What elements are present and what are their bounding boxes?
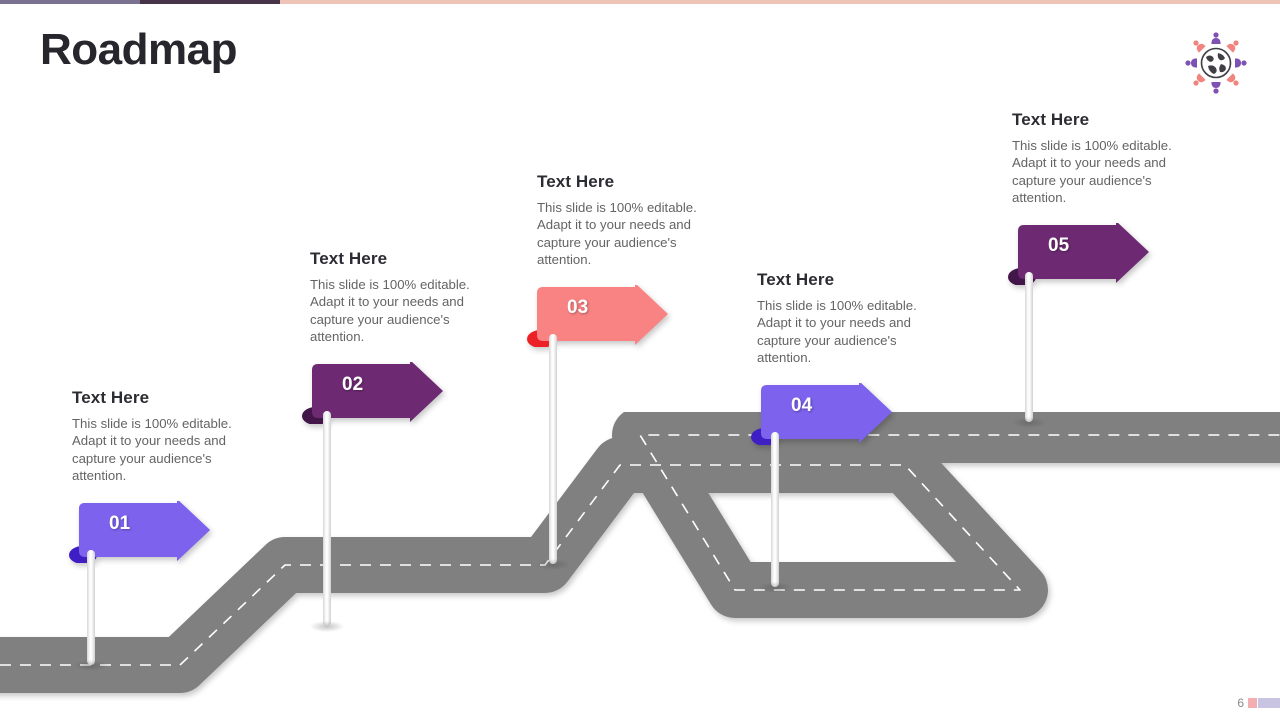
milestone-04-flag[interactable]: 04 (747, 383, 897, 445)
milestone-03-body: This slide is 100% editable. Adapt it to… (537, 200, 697, 268)
footer-swatch-pink (1248, 698, 1257, 708)
milestone-04-pole (771, 432, 779, 587)
milestone-01-body: This slide is 100% editable. Adapt it to… (72, 416, 232, 484)
milestone-04-text: Text Here This slide is 100% editable. A… (757, 270, 925, 367)
milestone-03-number: 03 (567, 297, 589, 318)
milestone-05-pole (1025, 272, 1033, 422)
milestone-01-pole (87, 550, 95, 665)
milestone-05-text: Text Here This slide is 100% editable. A… (1012, 110, 1180, 207)
milestone-03-heading: Text Here (537, 172, 615, 191)
milestone-03-pole (549, 334, 557, 564)
footer-swatch-purple (1258, 698, 1280, 708)
flag-shape-icon (527, 285, 668, 347)
accent-segment-1 (0, 0, 140, 4)
milestone-02-heading: Text Here (310, 249, 388, 268)
milestone-05-number: 05 (1048, 235, 1070, 256)
milestone-04-number: 04 (791, 395, 813, 416)
milestone-02-text: Text Here This slide is 100% editable. A… (310, 249, 478, 346)
milestone-01-text: Text Here This slide is 100% editable. A… (72, 388, 240, 485)
milestone-05-pole-shadow (1012, 417, 1046, 428)
milestone-02-body: This slide is 100% editable. Adapt it to… (310, 277, 470, 345)
accent-segment-2 (140, 0, 280, 4)
accent-segment-3 (280, 0, 1280, 4)
flag-shape-icon (302, 362, 443, 424)
milestone-03-text: Text Here This slide is 100% editable. A… (537, 172, 705, 269)
milestone-05-flag[interactable]: 05 (1004, 223, 1154, 285)
milestone-01-number: 01 (109, 513, 131, 534)
footer-swatches (1248, 698, 1280, 708)
milestone-03-flag[interactable]: 03 (523, 285, 673, 347)
milestone-02-pole-shadow (310, 621, 344, 632)
milestone-02-number: 02 (342, 374, 364, 395)
milestone-02-pole (323, 411, 331, 626)
milestone-05-heading: Text Here (1012, 110, 1090, 129)
globe-people-logo (1180, 27, 1252, 99)
milestone-04-body: This slide is 100% editable. Adapt it to… (757, 298, 917, 366)
milestone-04-heading: Text Here (757, 270, 835, 289)
page-number: 6 (1237, 696, 1244, 710)
top-accent-bar (0, 0, 1280, 4)
milestone-04-pole-shadow (758, 582, 792, 593)
page-title: Roadmap (40, 25, 237, 74)
milestone-01-heading: Text Here (72, 388, 150, 407)
milestone-03-pole-shadow (536, 559, 570, 570)
milestone-05-body: This slide is 100% editable. Adapt it to… (1012, 138, 1172, 206)
flag-shape-icon (751, 383, 892, 445)
milestone-01-pole-shadow (74, 660, 108, 671)
milestone-02-flag[interactable]: 02 (298, 362, 448, 424)
